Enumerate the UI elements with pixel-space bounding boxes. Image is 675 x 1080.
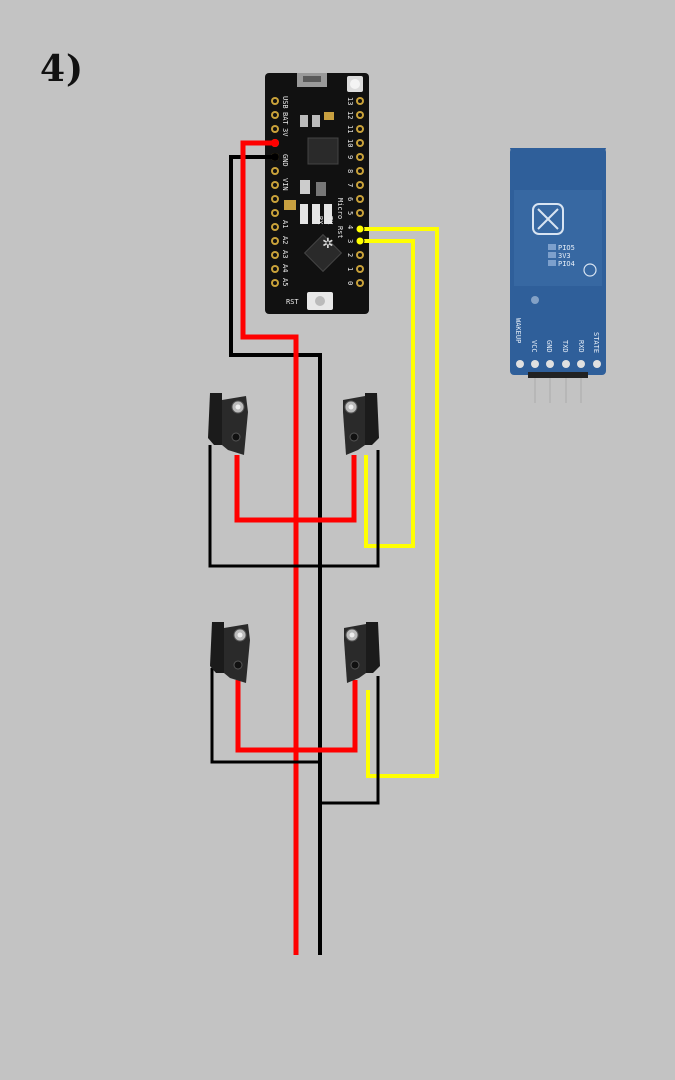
pin-label-10: 10 bbox=[346, 139, 354, 147]
pin-label-a4: A4 bbox=[281, 264, 289, 272]
pin-label-a2: A2 bbox=[281, 236, 289, 244]
ir-sensor-upper-left bbox=[208, 393, 248, 455]
power-main-wire bbox=[240, 140, 299, 955]
pin-label-3: 3 bbox=[346, 239, 354, 243]
bt-pin-label-vcc: VCC bbox=[530, 340, 538, 353]
board-wire-pads bbox=[271, 139, 365, 246]
ground-wire-upper-pair bbox=[208, 445, 380, 568]
pin-label-usb: USB bbox=[281, 96, 289, 109]
bt-pin-label-wakeup: WAKEUP bbox=[514, 318, 522, 343]
signal-wire-lower bbox=[360, 227, 439, 778]
chip-label-pio5: PIO5 bbox=[558, 244, 575, 252]
bt-pin-label-gnd: GND bbox=[545, 340, 553, 353]
pin-label-0: 0 bbox=[346, 281, 354, 285]
bt-pin-label-state: STATE bbox=[592, 332, 600, 353]
silk-rx: RX bbox=[316, 216, 324, 225]
pin-label-13: 13 bbox=[346, 97, 354, 105]
pin-label-12: 12 bbox=[346, 111, 354, 119]
pin-label-a3: A3 bbox=[281, 250, 289, 258]
left-header: USB BAT 3V GND VIN A1 A2 A3 A4 A5 bbox=[271, 96, 289, 287]
pin-label-5: 5 bbox=[346, 211, 354, 215]
pin-label-a1: A1 bbox=[281, 220, 289, 228]
pin-label-gnd: GND bbox=[281, 154, 289, 167]
microcontroller-board: RST USB BAT 3V GND VIN A1 A2 bbox=[265, 73, 369, 314]
step-label: 4) bbox=[40, 48, 85, 90]
silk-rst: Rst bbox=[336, 226, 344, 239]
pin-label-3v: 3V bbox=[281, 128, 289, 137]
pin-label-4: 4 bbox=[346, 225, 354, 229]
ground-main-wire bbox=[229, 155, 322, 955]
bt-pin-label-rxd: RXD bbox=[577, 340, 585, 353]
pin-label-11: 11 bbox=[346, 125, 354, 133]
silk-tx: TX bbox=[326, 216, 334, 225]
right-header: 13 12 11 10 9 8 7 6 5 4 3 2 1 0 bbox=[346, 97, 364, 287]
ir-sensor-lower-right bbox=[344, 622, 380, 683]
wires bbox=[208, 140, 439, 955]
chip-label-pio4: PIO4 bbox=[558, 260, 575, 268]
star-logo: ✲ bbox=[322, 236, 334, 252]
chip-label-3v3: 3V3 bbox=[558, 252, 571, 260]
ir-sensor-lower-left bbox=[210, 622, 250, 683]
ground-wire-lower-right bbox=[320, 676, 380, 805]
pin-label-a5: A5 bbox=[281, 278, 289, 286]
pin-label-1: 1 bbox=[346, 267, 354, 271]
bt-pin-label-txd: TXD bbox=[561, 340, 569, 353]
silk-micro: Micro bbox=[336, 198, 344, 219]
signal-wire-upper bbox=[360, 239, 415, 548]
pin-label-8: 8 bbox=[346, 169, 354, 173]
pin-label-7: 7 bbox=[346, 183, 354, 187]
ir-sensor-upper-right bbox=[343, 393, 379, 455]
power-wire-upper-pair bbox=[234, 455, 357, 523]
pin-label-6: 6 bbox=[346, 197, 354, 201]
ground-wire-lower-left bbox=[210, 668, 320, 764]
module-logo-icon bbox=[532, 203, 564, 235]
power-wire-lower-pair bbox=[235, 680, 358, 753]
reset-label: RST bbox=[286, 298, 299, 306]
pin-label-9: 9 bbox=[346, 155, 354, 159]
pin-label-bat: BAT bbox=[281, 112, 289, 125]
pin-label-vin: VIN bbox=[281, 178, 289, 191]
pin-label-2: 2 bbox=[346, 253, 354, 257]
bluetooth-module: PIO5 3V3 PIO4 WAKEUP VCC GND TXD RXD STA… bbox=[510, 148, 606, 403]
